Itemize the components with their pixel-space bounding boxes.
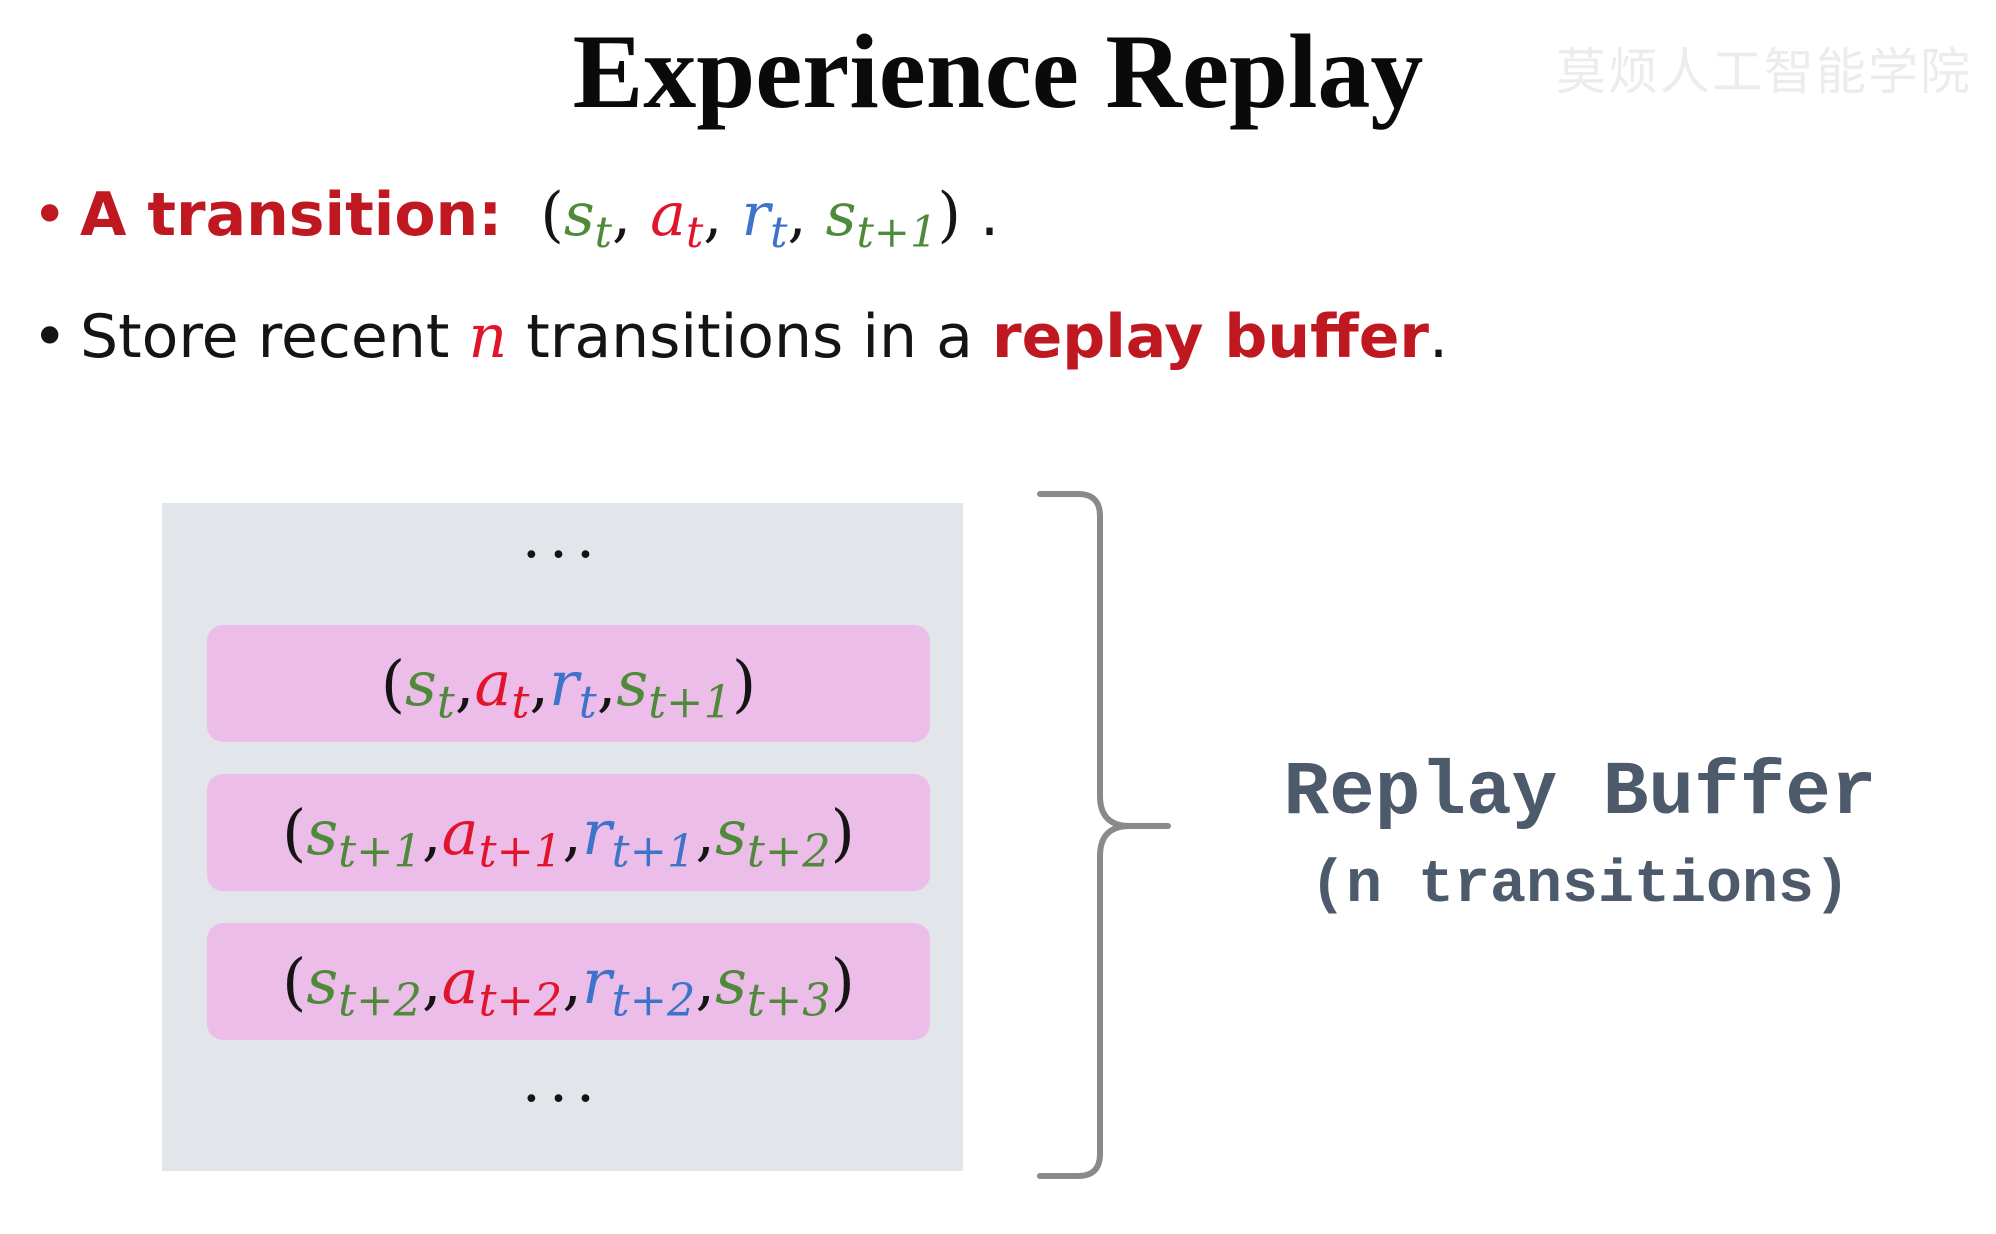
- replay-buffer-box: ··· (st, at, rt, st+1) (st+1, at+1, rt+1…: [162, 503, 963, 1171]
- bullet-dot: •: [32, 302, 68, 372]
- slide-title: Experience Replay: [572, 13, 1424, 130]
- tuple-term-s: st+2: [715, 796, 831, 878]
- tuple-comma: ,: [529, 647, 550, 720]
- n-variable: n: [468, 302, 508, 372]
- term-subscript: t: [578, 676, 597, 729]
- tuple-comma: ,: [421, 796, 442, 869]
- tuple-term-a: at: [474, 647, 530, 729]
- term-subscript: t+2: [478, 974, 563, 1027]
- ellipsis-top: ···: [521, 520, 604, 590]
- tuple-comma: ,: [454, 647, 475, 720]
- tuple-comma: ,: [787, 180, 826, 250]
- term-subscript: t+3: [746, 974, 831, 1027]
- tuple-term-s: st: [563, 180, 612, 259]
- term-subscript: t+2: [338, 974, 422, 1027]
- bullet1-period: .: [979, 180, 1000, 250]
- term-subscript: t: [770, 208, 788, 259]
- tuple-term-s: st+1: [616, 647, 732, 729]
- open-paren: (: [282, 796, 307, 869]
- transition-label: A transition:: [80, 180, 503, 250]
- tuple-term-r: rt: [549, 647, 597, 729]
- open-paren: (: [380, 647, 406, 720]
- bullet-dot: •: [32, 180, 68, 250]
- term-subscript: t+1: [611, 825, 696, 878]
- tuple-term-a: at+2: [441, 945, 563, 1027]
- tuple-term-r: rt: [741, 180, 788, 259]
- term-subscript: t+1: [648, 676, 732, 729]
- term-subscript: t: [685, 208, 704, 259]
- buffer-label-title: Replay Buffer: [1283, 750, 1877, 836]
- tuple-term-s: st+1: [825, 180, 938, 259]
- close-paren: ): [937, 180, 961, 250]
- tuple-comma: ,: [695, 945, 716, 1018]
- buffer-label-subtitle: (n transitions): [1309, 852, 1851, 920]
- transition-tuple: (st, at, rt, st+1): [540, 180, 961, 259]
- close-paren: ): [830, 945, 855, 1018]
- term-subscript: t: [436, 676, 455, 729]
- tuple-term-a: at: [650, 180, 704, 259]
- tuple-term-s: st: [405, 647, 455, 729]
- buffer-row: (st+2, at+2, rt+2, st+3): [207, 923, 930, 1040]
- tuple-term-s: st+3: [715, 945, 831, 1027]
- open-paren: (: [282, 945, 307, 1018]
- term-subscript: t+1: [478, 825, 563, 878]
- buffer-row: (st, at, rt, st+1): [207, 625, 930, 742]
- bullet-transition: •A transition: (st, at, rt, st+1) .: [32, 180, 1000, 259]
- term-subscript: t+2: [611, 974, 696, 1027]
- tuple-term-s: st+1: [306, 796, 422, 878]
- tuple-comma: ,: [562, 945, 583, 1018]
- right-brace: [1037, 491, 1171, 1179]
- tuple-comma: ,: [612, 180, 651, 250]
- close-paren: ): [830, 796, 855, 869]
- close-paren: ): [731, 647, 757, 720]
- open-paren: (: [540, 180, 564, 250]
- bullet2-period: .: [1428, 302, 1449, 372]
- tuple-term-s: st+2: [306, 945, 422, 1027]
- term-subscript: t+2: [746, 825, 831, 878]
- tuple-term-r: rt+2: [582, 945, 696, 1027]
- watermark: 莫烦人工智能学院: [1556, 43, 1972, 101]
- tuple-comma: ,: [703, 180, 742, 250]
- store-text-before: Store recent: [80, 302, 450, 372]
- tuple-comma: ,: [596, 647, 617, 720]
- tuple-comma: ,: [421, 945, 442, 1018]
- buffer-row: (st+1, at+1, rt+1, st+2): [207, 774, 930, 891]
- tuple-comma: ,: [562, 796, 583, 869]
- term-subscript: t+1: [338, 825, 422, 878]
- bullet-store: •Store recent n transitions in a replay …: [32, 302, 1448, 372]
- tuple-comma: ,: [695, 796, 716, 869]
- term-subscript: t: [511, 676, 530, 729]
- tuple-term-r: rt+1: [582, 796, 696, 878]
- store-text-middle: transitions in a: [526, 302, 973, 372]
- replay-buffer-highlight: replay buffer: [991, 302, 1429, 372]
- tuple-term-a: at+1: [441, 796, 563, 878]
- term-subscript: t: [594, 208, 612, 259]
- term-subscript: t+1: [856, 208, 938, 259]
- ellipsis-bottom: ···: [521, 1064, 604, 1134]
